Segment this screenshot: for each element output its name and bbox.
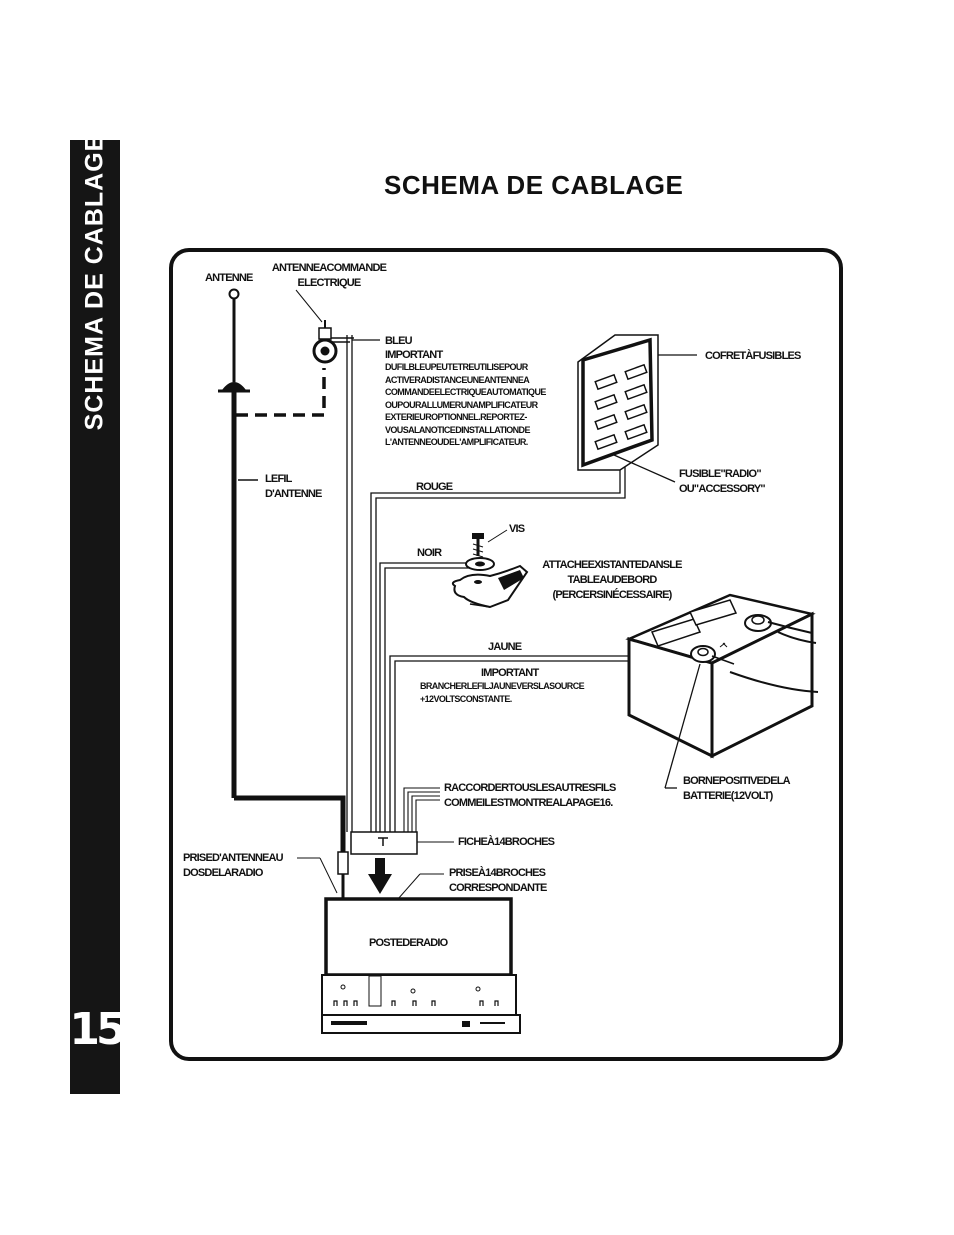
label-antenne: ANTENNE [205, 272, 253, 284]
ground-screw [451, 529, 529, 609]
plug-14-pins [350, 831, 454, 894]
diagram-frame [169, 248, 843, 1061]
label-attache: ATTACHEEXISTANTEDANSLE TABLEAUDEBORD (PE… [542, 559, 682, 601]
label-bleu-important: IMPORTANT [385, 349, 443, 361]
wire-jaune [389, 655, 697, 832]
label-rouge: ROUGE [416, 481, 453, 493]
fuse-box [577, 334, 697, 483]
note-bleu: DUFILBLEUPEUTETREUTILISEPOUR ACTIVERADIS… [385, 362, 546, 447]
battery [625, 593, 819, 789]
label-le-fil: LEFIL D'ANTENNE [265, 473, 322, 500]
sidebar-tab [70, 140, 120, 1094]
label-noir: NOIR [417, 547, 442, 559]
label-jaune-important: IMPORTANT [481, 667, 539, 679]
antenna-socket [297, 851, 444, 900]
page-title: SCHEMA DE CABLAGE [384, 170, 684, 200]
electric-antenna [295, 289, 354, 364]
label-raccorder: RACCORDERTOUSLESAUTRESFILS COMMEILESTMON… [444, 782, 616, 809]
label-prise-antenne: PRISED'ANTENNEAU DOSDELARADIO [183, 852, 284, 879]
label-vis: VIS [509, 523, 525, 535]
dashed-link [236, 368, 326, 417]
label-cofret: COFRETÀFUSIBLES [705, 350, 801, 362]
note-jaune: BRANCHERLEFILJAUNEVERSLASOURCE +12VOLTSC… [420, 681, 585, 704]
page-number: 15 [69, 1004, 126, 1055]
label-prise-14: PRISEÀ14BROCHES CORRESPONDANTE [449, 867, 547, 894]
wire-rouge [370, 462, 626, 832]
label-fiche: FICHEÀ14BROCHES [458, 836, 555, 848]
label-fusible: FUSIBLE"RADIO" OU"ACCESSORY" [679, 468, 766, 495]
radio-unit [321, 897, 521, 1034]
wire-noir [379, 562, 470, 832]
label-poste: POSTEDERADIO [369, 937, 448, 949]
wire-bleu [346, 335, 380, 832]
wire-bundle [403, 787, 440, 832]
label-bleu: BLEU [385, 335, 413, 347]
antenna [218, 288, 346, 857]
label-antenne-commande: ANTENNEACOMMANDE ELECTRIQUE [271, 262, 387, 289]
label-jaune: JAUNE [488, 641, 522, 653]
label-borne: BORNEPOSITIVEDELA BATTERIE(12VOLT) [683, 775, 791, 802]
